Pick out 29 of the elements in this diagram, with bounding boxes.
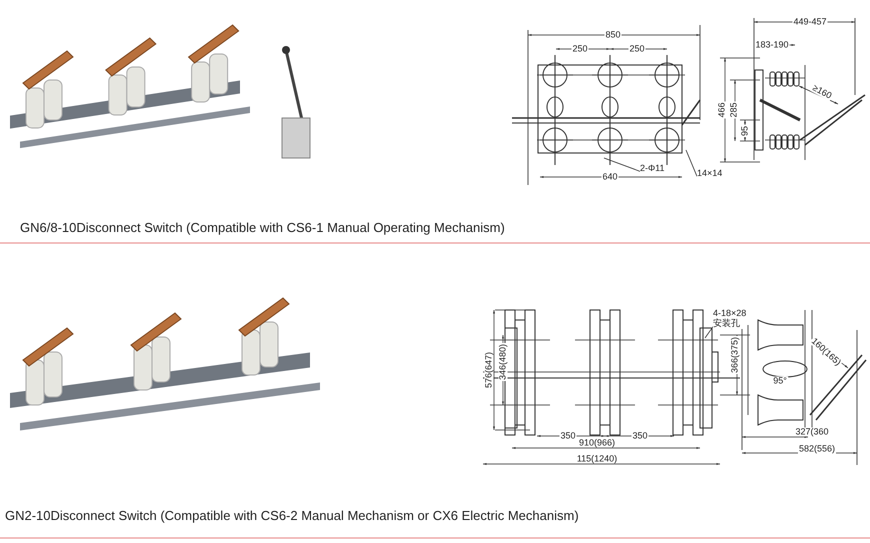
leader-line [604, 158, 640, 172]
dimension-label: 285 [730, 101, 738, 119]
dimension-label: 183-190 [754, 40, 790, 50]
dimension-label: 466 [718, 101, 726, 119]
dimension-label: 346(480) [498, 342, 508, 382]
dimension-label: 350 [631, 432, 649, 440]
caption: GN2-10Disconnect Switch (Compatible with CS6-2 Manual Mechanism or CX6 Electric Mechanism) [5, 509, 579, 522]
callout-label: 安装孔 [713, 318, 741, 329]
dimension-label: 115(1240) [576, 454, 618, 464]
dimension-label: 327(360 [794, 428, 830, 436]
dimension-label: 640 [601, 172, 619, 182]
callout-label: 14×14 [697, 168, 722, 178]
dimension-label: 850 [604, 30, 622, 40]
dimension-label: 910(966) [578, 438, 616, 448]
caption: GN6/8-10Disconnect Switch (Compatible with CS6-1 Manual Operating Mechanism) [20, 221, 505, 234]
dimension-label: 350 [559, 432, 577, 440]
leader-line [686, 150, 698, 177]
dimension-label: 576(647) [484, 350, 494, 390]
dimension-label: 95° [772, 376, 788, 386]
callout-label: 2-Φ11 [640, 163, 665, 174]
dimension-label: ≥160 [810, 82, 834, 102]
dimension-label: 366(375) [730, 336, 740, 374]
leader-line [704, 326, 714, 338]
dimension-label: 250 [628, 44, 646, 54]
dimension-label: 250 [571, 44, 589, 54]
dimension-label: 95 [740, 125, 750, 137]
dimension-label: 582(556) [798, 444, 836, 454]
callout-label: 4-18×28 [713, 308, 746, 318]
dimension-label: 449-457 [792, 18, 828, 26]
